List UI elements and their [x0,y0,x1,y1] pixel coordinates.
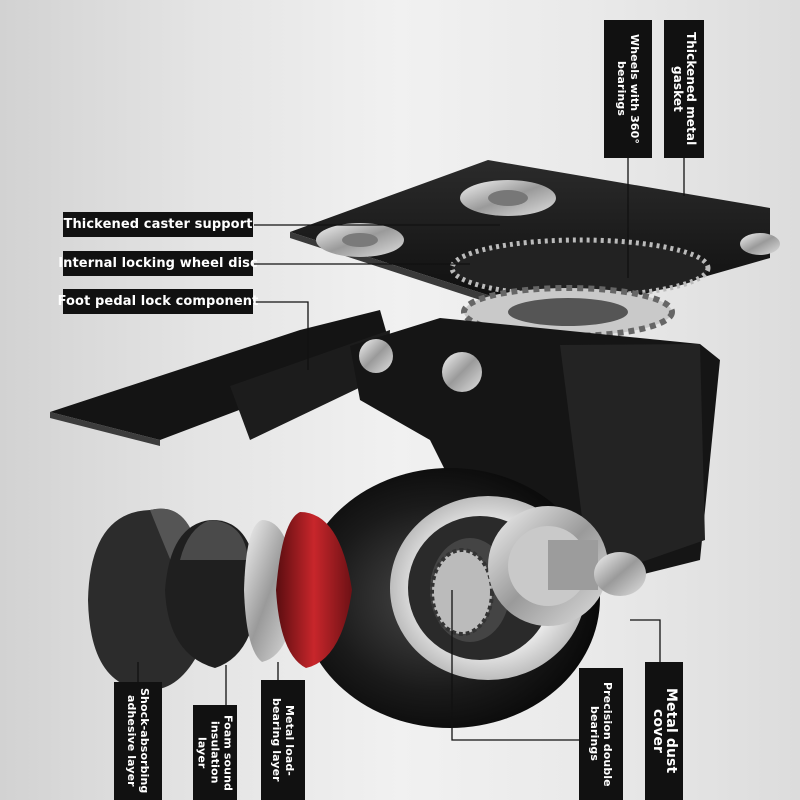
callout-shock-absorbing-adhesive-layer: Shock-absorbing adhesive layer [114,682,162,800]
red-layer [276,512,352,668]
fork-rivet-1 [359,339,393,373]
callout-foot-pedal-lock-component: Foot pedal lock component [58,289,258,314]
callout-wheels-with-360-bearings: Wheels with 360° bearings [604,20,652,158]
callout-precision-double-bearings: Precision double bearings [579,668,623,800]
fork-rivet-2 [442,352,482,392]
foot-pedal [50,310,392,440]
wheel-bearing [430,548,494,636]
callout-internal-locking-wheel-disc: Internal locking wheel disc [58,251,258,276]
axle-nut [548,540,598,590]
locking-disc-upper [452,240,708,296]
callout-foam-sound-insulation-layer: Foam sound insulation layer [193,705,237,800]
callout-thickened-caster-support: Thickened caster support [63,212,253,237]
callout-metal-dust-cover: Metal dust cover [645,662,683,800]
callout-metal-load-bearing-layer: Metal load-bearing layer [261,680,305,800]
callout-thickened-metal-gasket: Thickened metal gasket [664,20,704,158]
